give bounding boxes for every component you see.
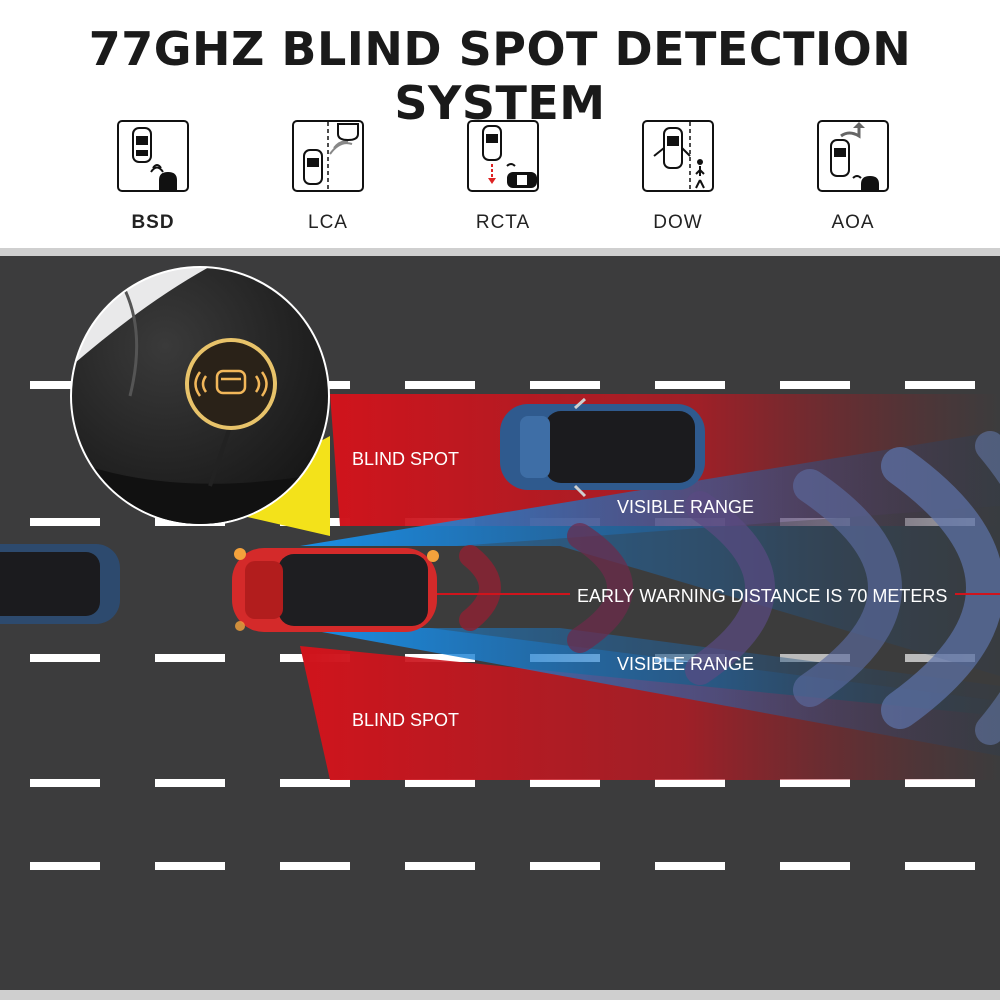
bottom-bar (0, 990, 1000, 1000)
lane-dash (780, 862, 850, 870)
feature-label-dow: DOW (653, 212, 703, 233)
lane-dash (530, 779, 600, 787)
lane-dash (30, 381, 100, 389)
lane-dash (155, 862, 225, 870)
lane-dash (655, 381, 725, 389)
mirror-indicator-lens (70, 266, 330, 526)
feature-row: BSD LCA R (0, 120, 1000, 240)
page-title: 77GHZ BLIND SPOT DETECTION SYSTEM (88, 22, 912, 130)
dow-icon (642, 120, 714, 192)
lane-dash (655, 862, 725, 870)
lane-dash (780, 381, 850, 389)
lane-dash (280, 862, 350, 870)
bsd-icon (117, 120, 189, 192)
trailing-car (0, 544, 120, 624)
aoa-icon (817, 120, 889, 192)
early-warning-label: EARLY WARNING DISTANCE IS 70 METERS (577, 586, 948, 606)
ego-car-red (232, 548, 439, 632)
road-scene: BLIND SPOT VISIBLE RANGE EARLY WARNING D… (0, 256, 1000, 990)
lane-dash (530, 862, 600, 870)
feature-lca: LCA (268, 120, 388, 234)
lane-dash (30, 779, 100, 787)
feature-label-lca: LCA (308, 212, 348, 233)
blind-spot-top-label: BLIND SPOT (352, 449, 460, 469)
lane-dash (780, 654, 850, 662)
adjacent-car-blue (500, 397, 705, 498)
rcta-icon (467, 120, 539, 192)
lane-dash (280, 779, 350, 787)
lane-dash (30, 518, 100, 526)
visible-range-bottom-label: VISIBLE RANGE (617, 654, 755, 674)
lane-dash (155, 654, 225, 662)
lane-dash (405, 779, 475, 787)
feature-label-rcta: RCTA (475, 212, 531, 233)
lane-dash (655, 779, 725, 787)
feature-rcta: RCTA (443, 120, 563, 234)
radar-arcs (459, 431, 1000, 745)
lane-dash (405, 381, 475, 389)
lane-dash (405, 862, 475, 870)
road-illustration (0, 266, 1000, 870)
lane-dash (155, 779, 225, 787)
blind-spot-bottom-label: BLIND SPOT (352, 710, 460, 730)
section-divider (0, 248, 1000, 256)
lane-dash (905, 381, 975, 389)
feature-label-aoa: AOA (831, 212, 875, 233)
feature-aoa: AOA (793, 120, 913, 234)
warning-light-icon (185, 338, 277, 430)
lane-dash (30, 862, 100, 870)
lane-dash (905, 779, 975, 787)
visible-range-top-label: VISIBLE RANGE (617, 497, 755, 517)
feature-dow: DOW (618, 120, 738, 234)
lane-dash (30, 654, 100, 662)
lane-dash (530, 381, 600, 389)
visible-range-bottom-beam (300, 628, 1000, 756)
blind-spot-bottom-zone (300, 646, 1000, 780)
lane-dash (405, 654, 475, 662)
feature-bsd: BSD (93, 120, 213, 234)
lca-icon (292, 120, 364, 192)
lane-dash (905, 862, 975, 870)
lane-dash (780, 779, 850, 787)
feature-label-bsd: BSD (131, 212, 175, 233)
